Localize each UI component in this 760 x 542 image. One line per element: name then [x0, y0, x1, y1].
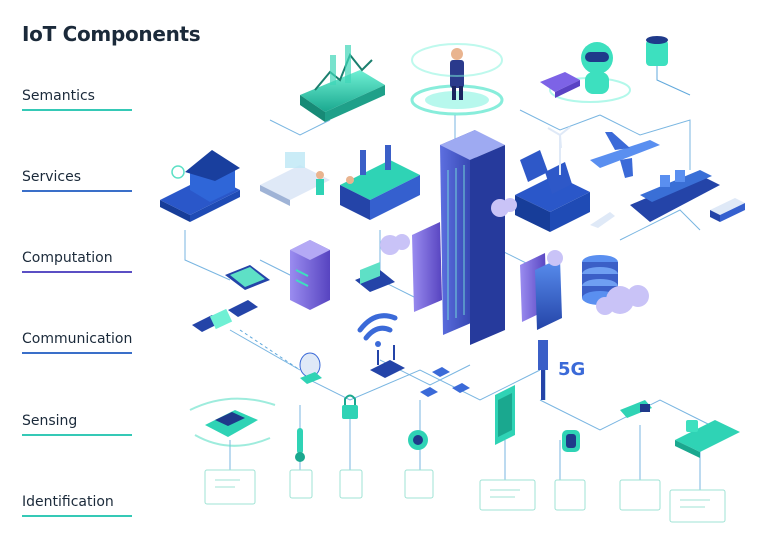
layer-underline [22, 515, 132, 517]
lock-sensor-icon [342, 394, 358, 419]
layer-underline [22, 109, 132, 111]
healthcare-service-icon [260, 152, 330, 206]
layer-sensing: Sensing [22, 413, 134, 436]
smartphone-icon [225, 265, 270, 290]
delivery-truck-icon [710, 198, 745, 222]
smartwatch-icon [562, 430, 580, 452]
layer-label: Communication [22, 331, 133, 347]
smart-lock-pad-icon [675, 420, 740, 458]
layer-underline [22, 352, 132, 354]
layer-identification: Identification [22, 494, 134, 517]
layer-label: Semantics [22, 88, 95, 104]
layer-underline [22, 190, 132, 192]
smart-home-icon [160, 150, 240, 222]
smart-factory-icon [340, 145, 420, 220]
layer-computation: Computation [22, 250, 134, 273]
layer-underline [22, 271, 132, 273]
layer-semantics: Semantics [22, 88, 134, 111]
id-platforms [204, 469, 726, 523]
laptop-icon [355, 262, 395, 292]
data-center-tower [412, 130, 562, 345]
security-camera-icon [620, 400, 652, 418]
connected-car-icon [189, 397, 276, 447]
logistics-ship-icon [630, 170, 720, 222]
thermometer-icon [295, 428, 305, 462]
cell-tower-5g-icon: 5G [538, 340, 585, 400]
robot-ai-icon [540, 42, 631, 103]
cloud-storage-icon [646, 36, 691, 96]
smart-device-icon [495, 385, 515, 445]
analyst-person-icon [410, 43, 504, 116]
layer-services: Services [22, 169, 134, 192]
wifi-icon [357, 313, 398, 347]
router-icon [370, 345, 405, 378]
satellite-dish-icon [299, 352, 322, 384]
airplane-icon [590, 132, 660, 228]
id-tag-lines [215, 479, 710, 508]
isometric-iot-illustration: 5G [160, 36, 745, 523]
gauge-sensor-icon [408, 430, 428, 450]
page-title: IoT Components [22, 22, 201, 46]
cloud-icon [380, 198, 649, 315]
energy-grid-icon [515, 126, 590, 232]
analytics-chart-icon [300, 45, 385, 122]
layer-underline [22, 434, 132, 436]
layer-label: Sensing [22, 413, 78, 429]
satellite-icon [192, 300, 301, 371]
layer-label: Computation [22, 250, 113, 266]
layer-communication: Communication [22, 331, 134, 354]
layer-label: Identification [22, 494, 114, 510]
network-hub-icon [420, 367, 470, 397]
layer-label: Services [22, 169, 82, 185]
badge-5g: 5G [558, 359, 585, 380]
server-rack-icon [290, 240, 330, 310]
